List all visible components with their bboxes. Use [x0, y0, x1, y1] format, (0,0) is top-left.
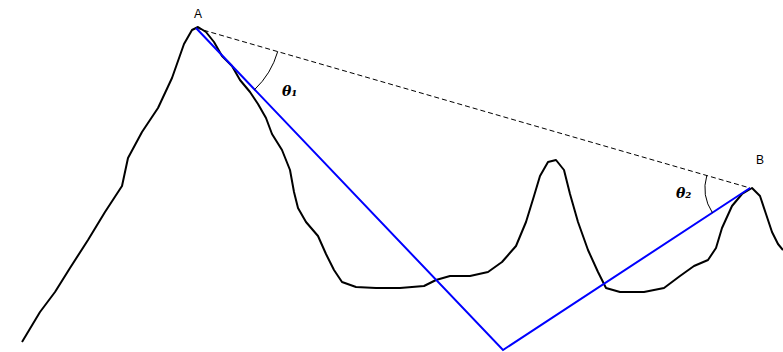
point-label: A [194, 8, 202, 20]
angle-arc-1 [255, 52, 278, 90]
mountain-profile [22, 27, 783, 342]
angle-arc-2 [705, 176, 712, 213]
reflected-path [196, 28, 750, 350]
point-label: B [756, 154, 764, 166]
angle-label: θ₁ [282, 84, 297, 98]
angle-label: θ₂ [676, 186, 691, 200]
dashed-line-ab [196, 28, 750, 188]
